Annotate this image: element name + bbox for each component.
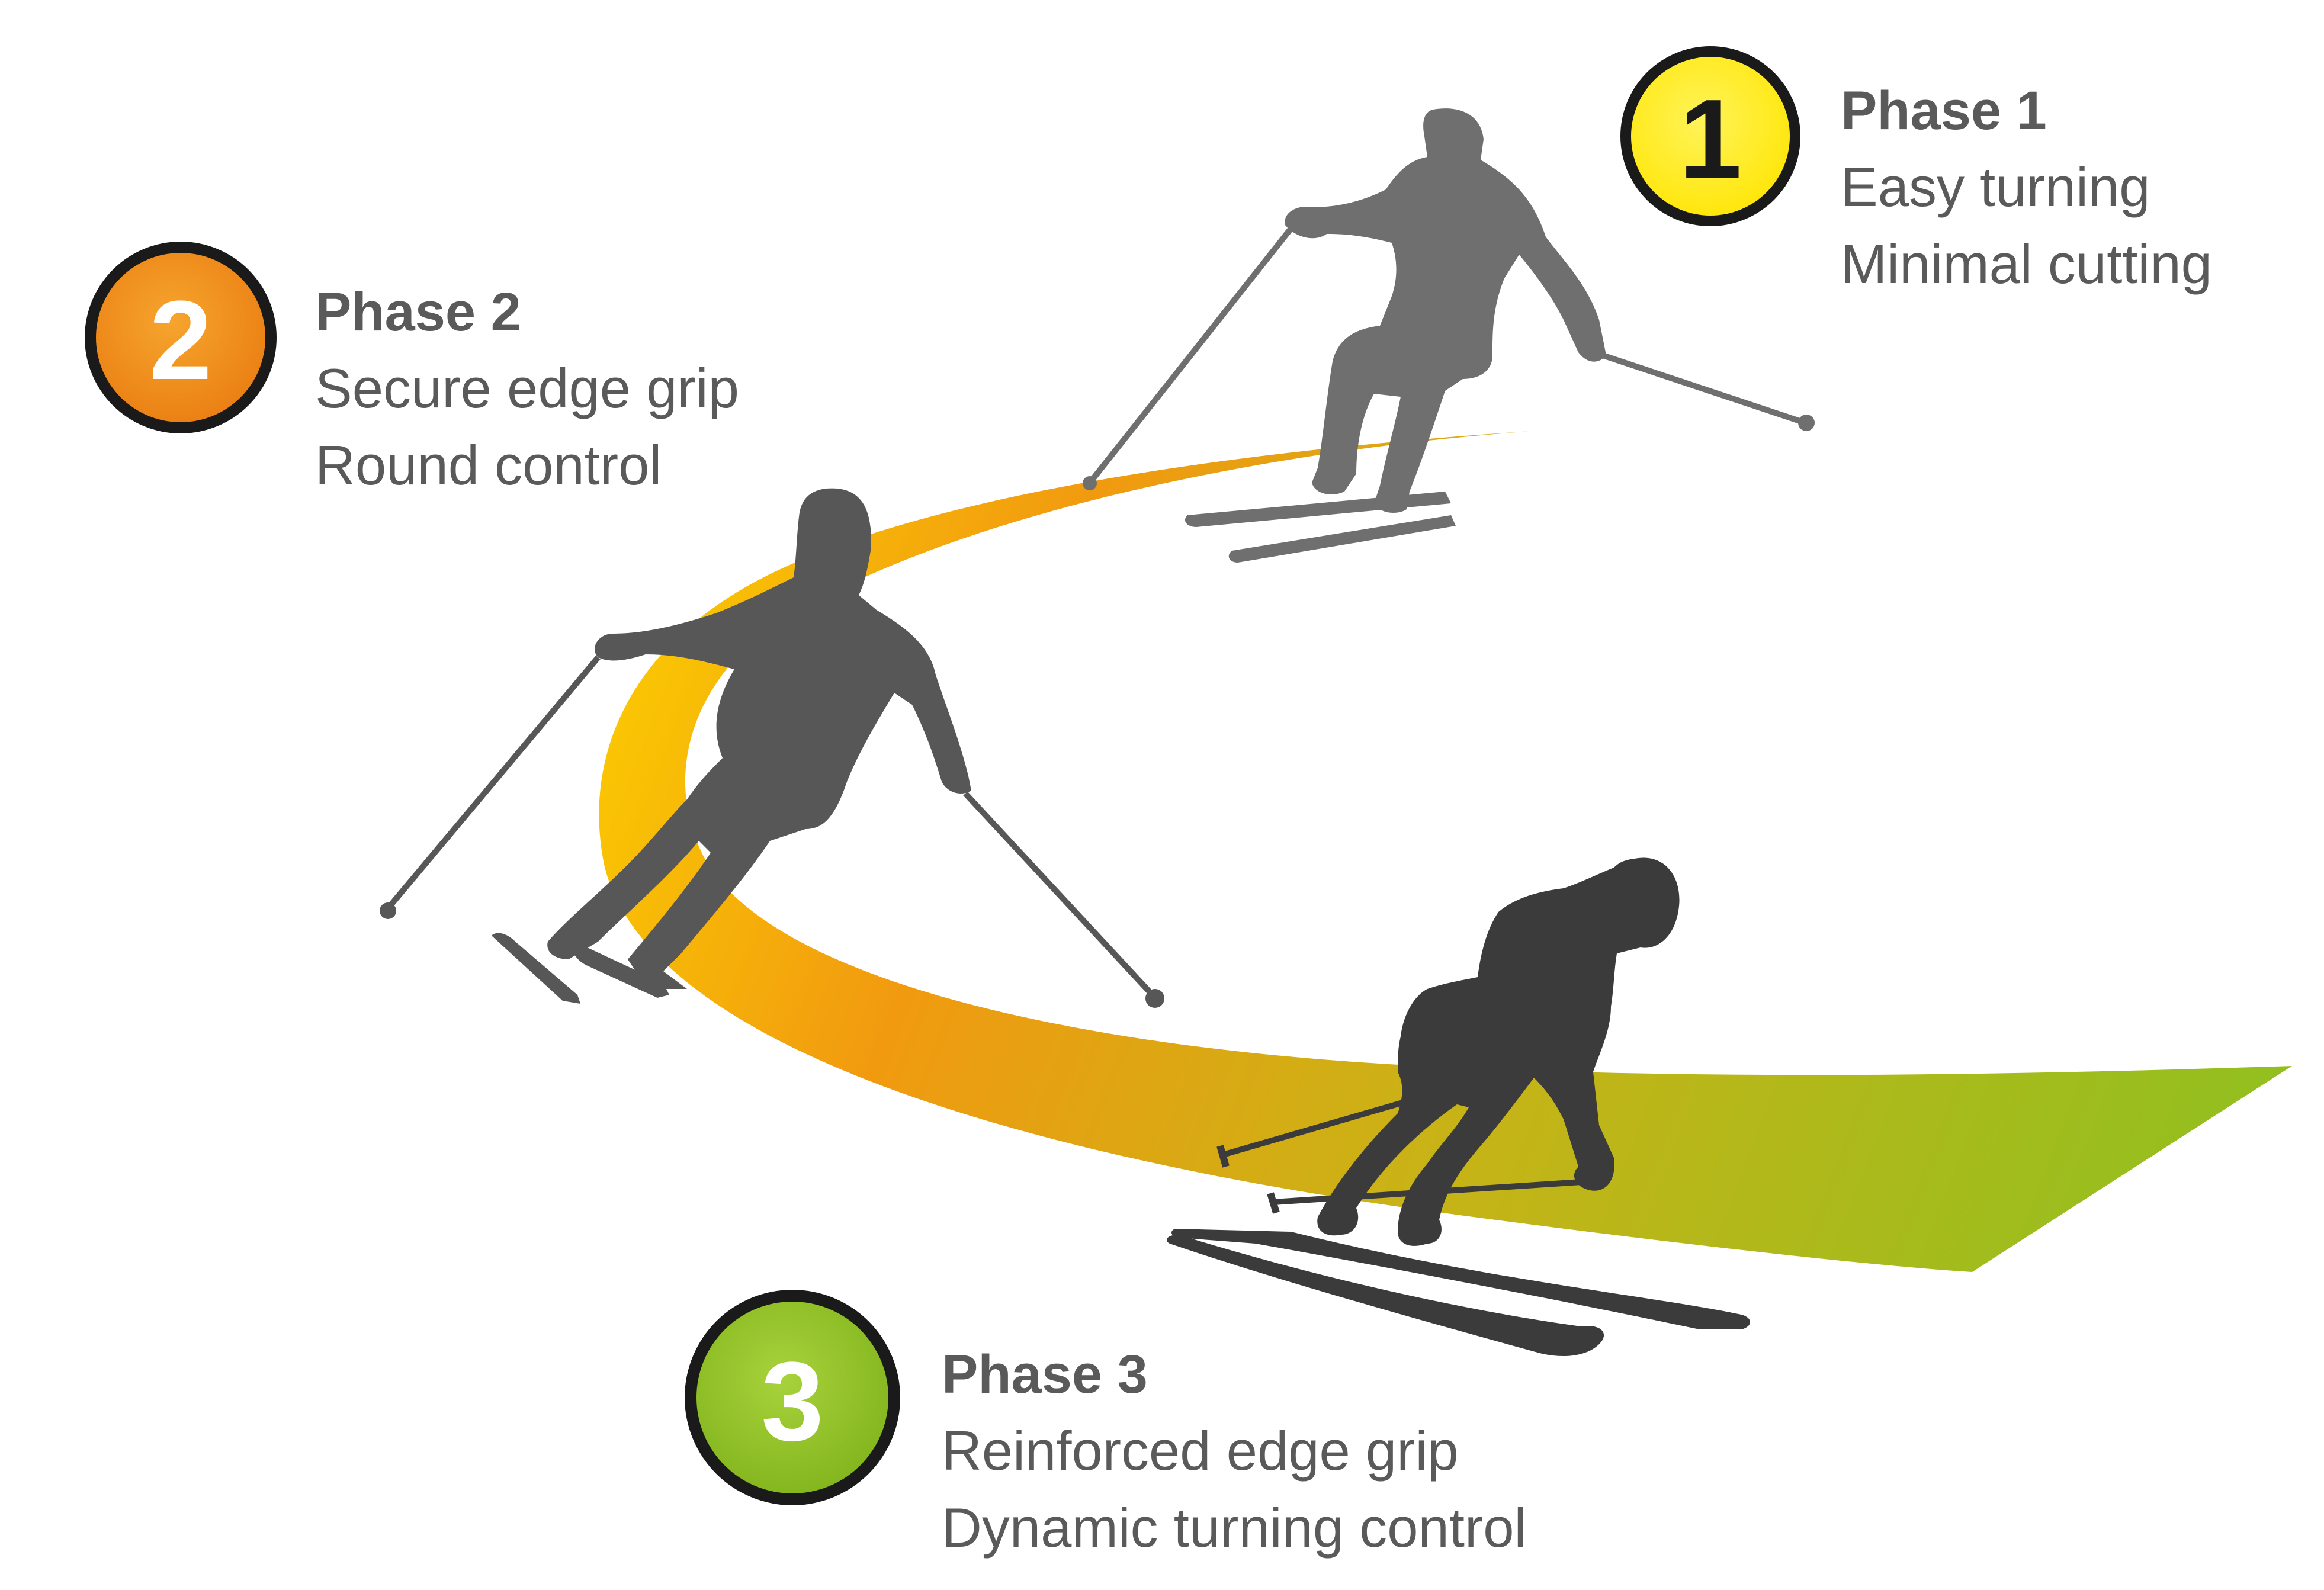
skier-phase-3-icon (1167, 857, 1750, 1356)
phase-2-badge: 2 (85, 242, 277, 433)
phase-3-title: Phase 3 (942, 1344, 1148, 1405)
skier-phase-1-icon (1083, 108, 1815, 563)
phase-1-line-2: Minimal cutting (1841, 233, 2212, 295)
phase-1-title: Phase 1 (1841, 81, 2047, 141)
phase-1-number: 1 (1679, 76, 1742, 202)
phase-1-badge: 1 (1620, 46, 1800, 226)
phase-2-line-1: Secure edge grip (315, 357, 739, 419)
phase-2-line-2: Round control (315, 434, 662, 496)
phase-2-number: 2 (149, 278, 212, 403)
phase-3-line-2: Dynamic turning control (942, 1496, 1526, 1559)
phase-3-line-1: Reinforced edge grip (942, 1419, 1459, 1482)
skier-phase-2-icon (380, 488, 1164, 1008)
phase-2-title: Phase 2 (315, 282, 521, 342)
phase-1-line-1: Easy turning (1841, 156, 2150, 218)
phase-1-text: Phase 1 Easy turning Minimal cutting (1841, 81, 2212, 295)
phase-3-text: Phase 3 Reinforced edge grip Dynamic tur… (942, 1344, 1526, 1559)
turn-path-arc (599, 431, 2292, 1272)
phase-3-badge: 3 (685, 1290, 900, 1505)
phase-2-text: Phase 2 Secure edge grip Round control (315, 282, 739, 496)
phase-3-number: 3 (761, 1339, 824, 1464)
